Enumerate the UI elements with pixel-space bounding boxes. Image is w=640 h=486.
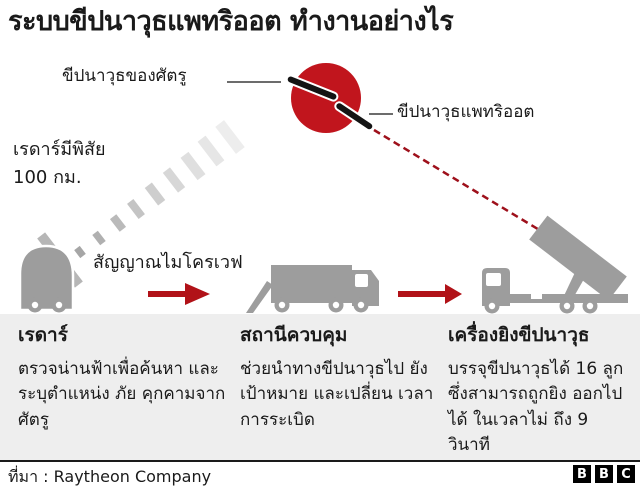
explosion-icon — [227, 63, 393, 133]
info-column-launcher: เครื่องยิงขีปนาวุธ บรรจุขีปนาวุธได้ 16 ล… — [448, 322, 632, 459]
column-description: ตรวจน่านฟ้าเพื่อค้นหา และระบุตำแหน่ง ภัย… — [18, 358, 226, 430]
page-title: ระบบขีปนาวุธแพทริออต ทำงานอย่างไร — [8, 6, 454, 37]
caption-band — [0, 314, 640, 462]
radar-range-line2: 100 กม. — [13, 167, 82, 188]
enemy-missile-icon — [285, 74, 339, 102]
column-title: เครื่องยิงขีปนาวุธ — [448, 324, 590, 346]
bbc-logo: B B C — [573, 465, 635, 483]
launcher-box-icon — [529, 215, 627, 301]
control-truck-icon — [246, 265, 379, 313]
bbc-logo-letter: B — [595, 465, 613, 483]
patriot-missile-label: ขีปนาวุธแพทริออต — [397, 102, 535, 122]
patriot-missile-icon — [334, 101, 375, 132]
flow-arrow-icon — [398, 284, 462, 304]
info-column-control-station: สถานีควบคุม ช่วยนำทางขีปนาวุธไป ยังเป้าห… — [240, 322, 446, 433]
microwave-signal-label: สัญญาณไมโครเวฟ — [93, 252, 243, 273]
radar-dome-icon — [18, 244, 75, 312]
column-description: ช่วยนำทางขีปนาวุธไป ยังเป้าหมาย และเปลี่… — [240, 358, 434, 430]
footer-bar: ที่มา : Raytheon Company B B C — [0, 460, 640, 486]
radar-beam-icon — [63, 120, 245, 266]
source-label: ที่มา : Raytheon Company — [8, 467, 212, 486]
radar-range-line1: เรดาร์มีพิสัย — [13, 139, 106, 160]
column-title: เรดาร์ — [18, 324, 68, 346]
column-title: สถานีควบคุม — [240, 324, 348, 346]
interception-path-line — [373, 128, 547, 236]
enemy-missile-label: ขีปนาวุธของศัตรู — [62, 66, 187, 86]
launcher-truck-icon — [482, 215, 628, 314]
radar-truck-icon — [18, 229, 86, 313]
bbc-logo-letter: B — [573, 465, 591, 483]
bbc-logo-letter: C — [617, 465, 635, 483]
info-column-radar: เรดาร์ ตรวจน่านฟ้าเพื่อค้นหา และระบุตำแห… — [18, 322, 226, 433]
radar-range-label: เรดาร์มีพิสัย 100 กม. — [13, 136, 106, 192]
flow-arrow-icon — [148, 283, 210, 305]
column-description: บรรจุขีปนาวุธได้ 16 ลูก ซึ่งสามารถถูกยิง… — [448, 358, 624, 456]
